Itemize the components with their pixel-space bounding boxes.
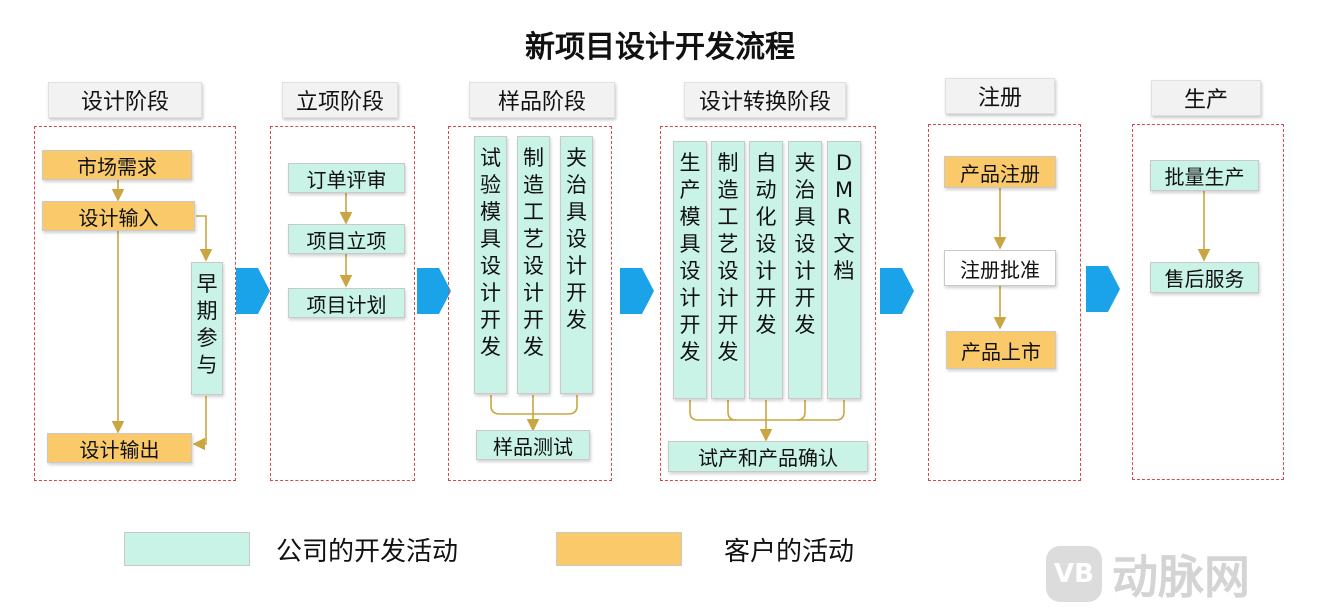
node-after-sales: 售后服务	[1150, 262, 1259, 293]
chevron-arrow-icon	[1086, 266, 1120, 312]
node-transfer-fixture: 夹治具设计开发	[788, 141, 822, 399]
chevron-arrow-icon	[417, 268, 451, 314]
watermark-logo-icon: VB	[1046, 546, 1102, 602]
connector-samples-to-test	[490, 395, 578, 415]
stage-header-initiation: 立项阶段	[282, 82, 398, 118]
node-automation: 自动化设计开发	[749, 141, 783, 399]
node-fixture: 夹治具设计开发	[560, 136, 593, 394]
chevron-arrow-icon	[236, 268, 270, 314]
connector-input-to-early	[196, 215, 213, 262]
watermark-text: 动脉网	[1112, 550, 1250, 604]
stage-header-transfer: 设计转换阶段	[684, 82, 846, 118]
stage-group-transfer	[660, 126, 876, 481]
legend-swatch-company	[124, 532, 250, 566]
chevron-arrow-icon	[620, 268, 654, 314]
stage-group-production	[1132, 124, 1284, 480]
node-mass-production: 批量生产	[1150, 160, 1259, 191]
node-project-plan: 项目计划	[288, 288, 405, 318]
node-sample-test: 样品测试	[476, 430, 590, 460]
node-production-mold: 生产模具设计开发	[673, 141, 707, 399]
node-transfer-manufacturing-process: 制造工艺设计开发	[711, 141, 745, 399]
stage-header-registration: 注册	[945, 78, 1055, 114]
legend-label-customer: 客户的活动	[724, 536, 855, 567]
node-registration-approval: 注册批准	[944, 250, 1056, 286]
stage-group-sample	[448, 126, 612, 481]
legend-label-company: 公司的开发活动	[276, 536, 459, 567]
node-trial-mold: 试验模具设计开发	[474, 136, 507, 394]
connector-transfer-to-confirm	[689, 400, 845, 421]
stage-header-sample: 样品阶段	[469, 82, 615, 118]
stage-header-production: 生产	[1151, 80, 1261, 116]
node-market-demand: 市场需求	[42, 150, 192, 180]
node-design-input: 设计输入	[42, 201, 195, 231]
stage-group-initiation	[270, 126, 415, 481]
chevron-arrow-icon	[880, 268, 914, 314]
stage-header-design: 设计阶段	[48, 82, 202, 118]
connector-early-to-output	[192, 396, 207, 451]
stage-group-design	[34, 126, 236, 481]
node-product-registration: 产品注册	[944, 156, 1056, 188]
page-title: 新项目设计开发流程	[525, 30, 795, 65]
node-early-participation: 早期参与	[191, 262, 223, 395]
node-trial-production-confirm: 试产和产品确认	[668, 441, 868, 472]
node-manufacturing-process: 制造工艺设计开发	[517, 136, 550, 394]
watermark: VB 动脉网	[1046, 544, 1250, 604]
legend-swatch-customer	[556, 532, 682, 566]
node-project-approval: 项目立项	[288, 224, 405, 254]
stage-group-registration	[928, 124, 1081, 481]
node-design-output: 设计输出	[47, 433, 192, 463]
node-product-launch: 产品上市	[946, 331, 1056, 369]
node-order-review: 订单评审	[288, 163, 405, 193]
